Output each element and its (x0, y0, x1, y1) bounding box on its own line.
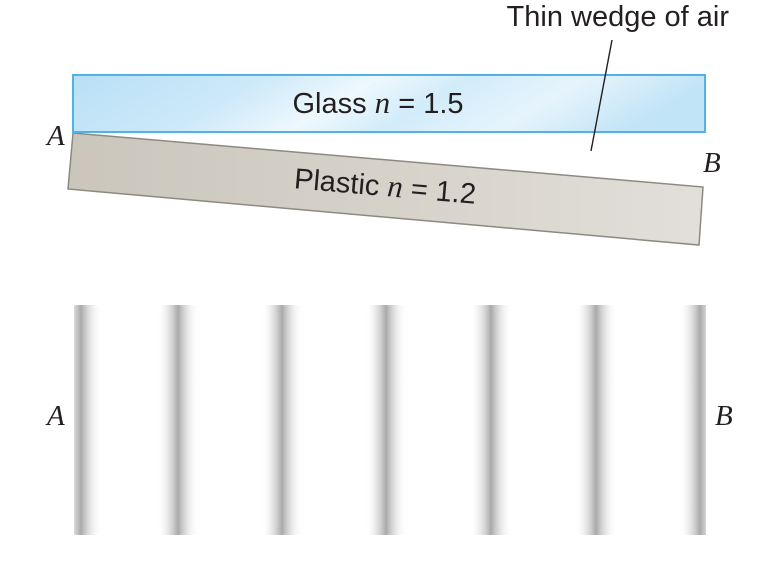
dark-fringe (365, 305, 407, 535)
dark-fringe (470, 305, 512, 535)
plastic-label: Plastic n = 1.2 (293, 160, 478, 210)
dark-fringe (261, 305, 303, 535)
wedge-setup: Thin wedge of air Glass n = 1.5 Plastic … (45, 1, 730, 246)
top-point-a-label: A (45, 120, 65, 152)
fringe-mask-left (40, 300, 74, 540)
dark-fringe (157, 305, 199, 535)
fringe-mask-right (706, 300, 736, 540)
dark-fringe (575, 305, 617, 535)
glass-label: Glass n = 1.5 (292, 85, 463, 120)
bottom-point-b-label: B (715, 400, 733, 432)
air-wedge-label: Thin wedge of air (507, 1, 730, 33)
fringe-pattern: A B (40, 300, 736, 540)
plastic-plate (67, 132, 704, 246)
bottom-point-a-label: A (45, 400, 65, 432)
air-wedge-leader-line (590, 39, 613, 152)
top-point-b-label: B (703, 147, 721, 179)
